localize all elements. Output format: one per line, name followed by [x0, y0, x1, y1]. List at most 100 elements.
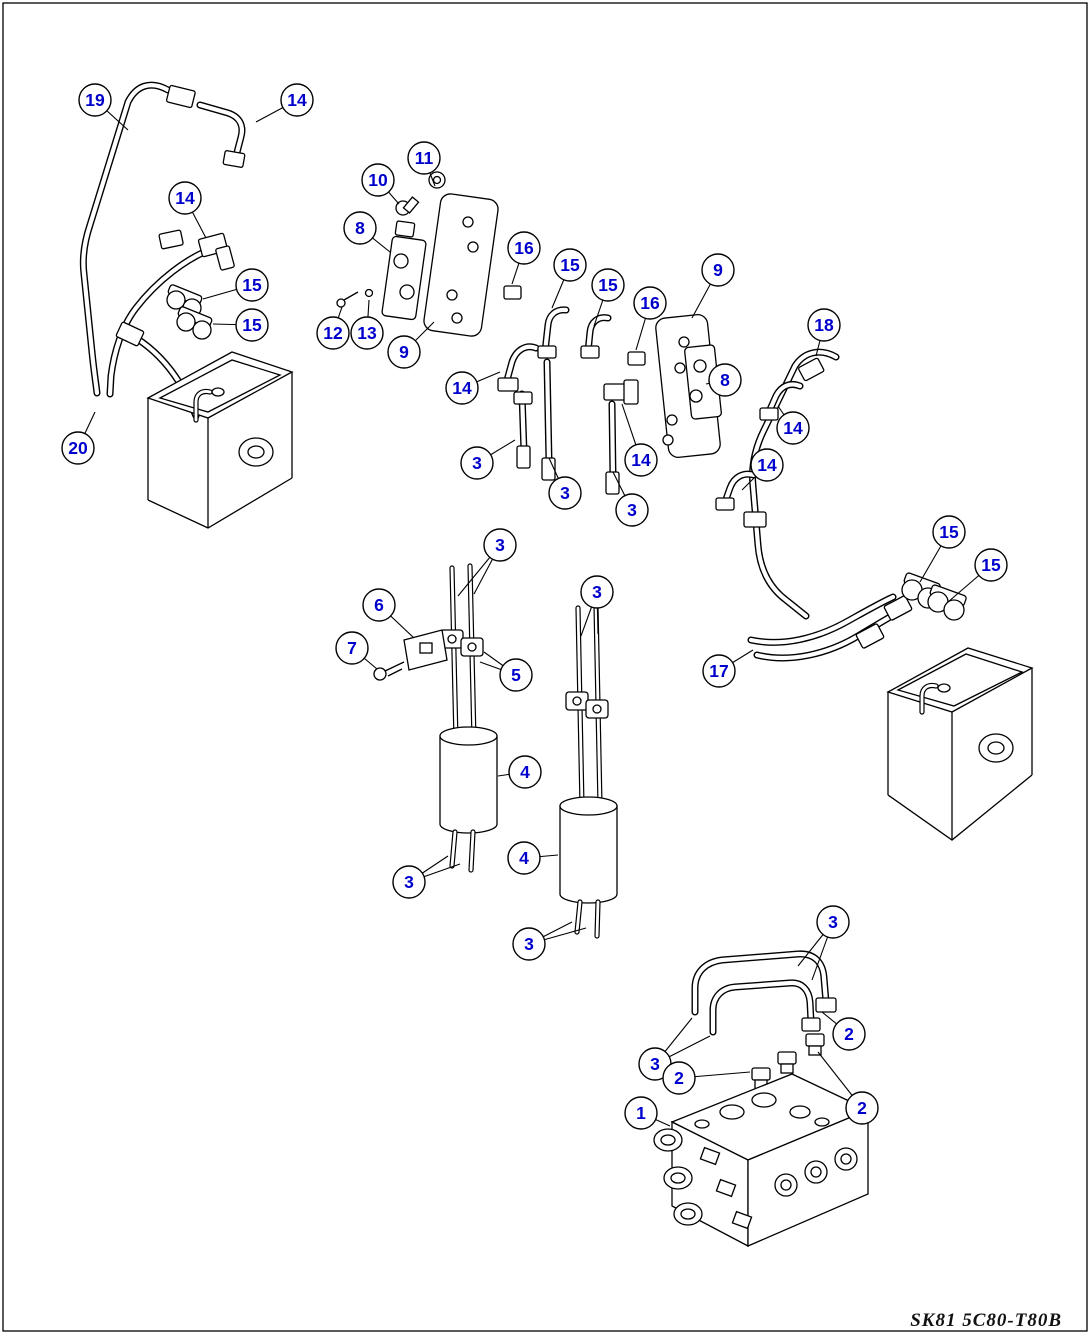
- manifold-assembly: [653, 950, 870, 1248]
- callout-circle: [708, 363, 742, 397]
- callout-number: 18: [814, 315, 834, 335]
- callout-balloon-3: 3: [460, 446, 494, 480]
- callout-circle: [750, 448, 784, 482]
- callout-balloon-15: 15: [932, 515, 966, 549]
- bolt: [395, 196, 420, 216]
- tube-nut: [165, 84, 196, 109]
- callout-balloon-14: 14: [445, 371, 479, 405]
- callout-number: 4: [519, 848, 529, 868]
- clamp-assembly-1: [373, 563, 484, 743]
- callout-balloon-17: 17: [702, 654, 736, 688]
- callout-circle: [361, 163, 395, 197]
- protective-sleeve-2: [559, 796, 618, 939]
- callout-circle: [61, 431, 95, 465]
- callout-balloon-2: 2: [662, 1061, 696, 1095]
- callout-number: 15: [598, 275, 618, 295]
- tank-left: [146, 351, 294, 529]
- callout-balloon-15: 15: [235, 268, 269, 302]
- callout-circle: [316, 316, 350, 350]
- callout-number: 2: [857, 1098, 867, 1118]
- callout-number: 14: [452, 378, 472, 398]
- callout-number: 3: [592, 582, 602, 602]
- hose-pair-17: [747, 572, 967, 662]
- callout-circle: [499, 658, 533, 692]
- callout-circle: [624, 1096, 658, 1130]
- callout-balloon-5: 5: [499, 658, 533, 692]
- tube-nut: [115, 321, 145, 347]
- callout-circle: [460, 446, 494, 480]
- callout-balloon-8: 8: [708, 363, 742, 397]
- callout-circle: [407, 141, 441, 175]
- clamp-half: [460, 637, 484, 657]
- callout-balloon-3: 3: [483, 528, 517, 562]
- callout-number: 14: [757, 455, 777, 475]
- hose-nut: [855, 623, 885, 649]
- protective-sleeve-1: [439, 726, 498, 873]
- callout-balloon-18: 18: [807, 308, 841, 342]
- callout-balloon-13: 13: [350, 316, 384, 350]
- fitting-nut: [222, 150, 246, 168]
- callout-number: 3: [650, 1054, 660, 1074]
- callout-number: 20: [68, 438, 88, 458]
- callout-circle: [974, 548, 1008, 582]
- callout-circle: [702, 654, 736, 688]
- callout-number: 8: [355, 218, 365, 238]
- hex-fitting: [715, 1178, 737, 1198]
- callout-circle: [701, 253, 735, 287]
- callout-circle: [168, 181, 202, 215]
- tube-clamp: [176, 306, 213, 340]
- callout-number: 7: [347, 638, 357, 658]
- callout-balloon-15: 15: [235, 308, 269, 342]
- callout-number: 17: [709, 661, 728, 681]
- callout-circle: [548, 476, 582, 510]
- callout-circle: [78, 83, 112, 117]
- callout-number: 3: [627, 500, 637, 520]
- callout-balloon-15: 15: [974, 548, 1008, 582]
- callout-balloon-11: 11: [407, 141, 441, 175]
- clamp-assembly-2: [565, 603, 609, 809]
- fitting: [751, 1067, 771, 1090]
- callout-number: 6: [374, 595, 384, 615]
- callout-number: 3: [560, 483, 570, 503]
- callout-balloon-14: 14: [624, 443, 658, 477]
- callout-number: 19: [85, 90, 105, 110]
- bolt: [373, 661, 405, 681]
- callout-circle: [362, 588, 396, 622]
- callout-circle: [387, 335, 421, 369]
- callout-balloon-2: 2: [845, 1091, 879, 1125]
- callout-balloon-20: 20: [61, 431, 95, 465]
- tube-nut: [743, 511, 767, 528]
- callout-number: 2: [844, 1024, 854, 1044]
- callout-circle: [624, 443, 658, 477]
- callout-balloon-14: 14: [750, 448, 784, 482]
- callout-number: 3: [828, 912, 838, 932]
- callout-number: 2: [674, 1068, 684, 1088]
- callout-number: 15: [242, 315, 262, 335]
- clamp-half: [585, 699, 609, 719]
- callout-number: 3: [472, 453, 482, 473]
- callout-balloon-1: 1: [624, 1096, 658, 1130]
- callout-circle: [553, 248, 587, 282]
- screw: [336, 291, 359, 308]
- elbow-fitting: [815, 997, 837, 1013]
- valve-block-left: [336, 171, 446, 321]
- callout-number: 10: [368, 170, 388, 190]
- callout-circle: [508, 755, 542, 789]
- hex-fitting: [699, 1146, 721, 1166]
- callout-balloon-9: 9: [701, 253, 735, 287]
- callout-number: 14: [175, 188, 195, 208]
- callout-circle: [776, 411, 810, 445]
- callout-balloon-3: 3: [816, 905, 850, 939]
- callout-circle: [832, 1017, 866, 1051]
- fitting: [805, 1033, 825, 1056]
- callout-number: 5: [511, 665, 521, 685]
- callout-circle: [845, 1091, 879, 1125]
- tube-nut: [158, 229, 184, 250]
- callout-balloon-3: 3: [580, 575, 614, 609]
- callout-circle: [280, 83, 314, 117]
